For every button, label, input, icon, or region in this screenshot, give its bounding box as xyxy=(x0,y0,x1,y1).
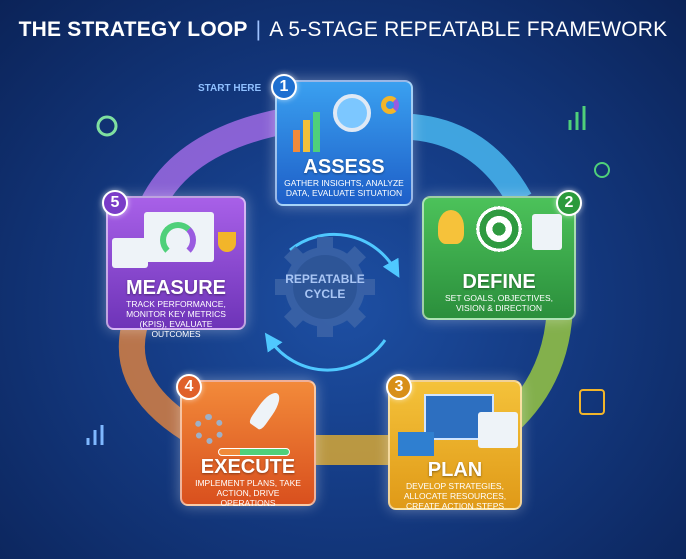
decor-chart-icon xyxy=(568,106,586,130)
stage-card-define[interactable]: DEFINE Set goals, objectives, vision & d… xyxy=(422,190,582,320)
center-label: REPEATABLE CYCLE xyxy=(285,272,365,301)
roadmap-icon xyxy=(396,388,518,459)
decor-chart-icon xyxy=(86,425,104,445)
stage-card-execute[interactable]: EXECUTE Implement plans, take action, dr… xyxy=(176,374,316,508)
stage-number-badge: 5 xyxy=(102,190,128,216)
stage-number-badge: 1 xyxy=(271,74,297,100)
inner-cycle-arrow xyxy=(264,332,387,372)
start-here-label: START HERE xyxy=(198,83,262,94)
stage-card-measure[interactable]: MEASURE Track performance, monitor key m… xyxy=(102,190,246,339)
inner-cycle-arrow xyxy=(289,232,400,278)
stage-number-badge: 4 xyxy=(176,374,202,400)
gauge-icon xyxy=(112,204,238,277)
rocket-icon xyxy=(188,388,308,456)
stage-card-plan[interactable]: PLAN Develop strategies, allocate resour… xyxy=(386,374,522,511)
repeatable-cycle-gear: REPEATABLE CYCLE xyxy=(270,232,380,342)
stage-number-badge: 2 xyxy=(556,190,582,216)
decor-target-icon xyxy=(594,162,610,178)
stage-number-badge: 3 xyxy=(386,374,412,400)
gear-icon xyxy=(275,237,375,337)
stage-card-assess[interactable]: ASSESS Gather insights, analyze data, ev… xyxy=(271,74,413,206)
decor-chart-icon xyxy=(579,389,605,415)
decor-donut-icon xyxy=(96,115,118,137)
magnifier-chart-icon xyxy=(283,88,405,156)
target-icon xyxy=(430,204,568,271)
page-title: THE STRATEGY LOOP|A 5-STAGE REPEATABLE F… xyxy=(18,18,668,41)
arrow-measure-assess xyxy=(138,107,293,216)
